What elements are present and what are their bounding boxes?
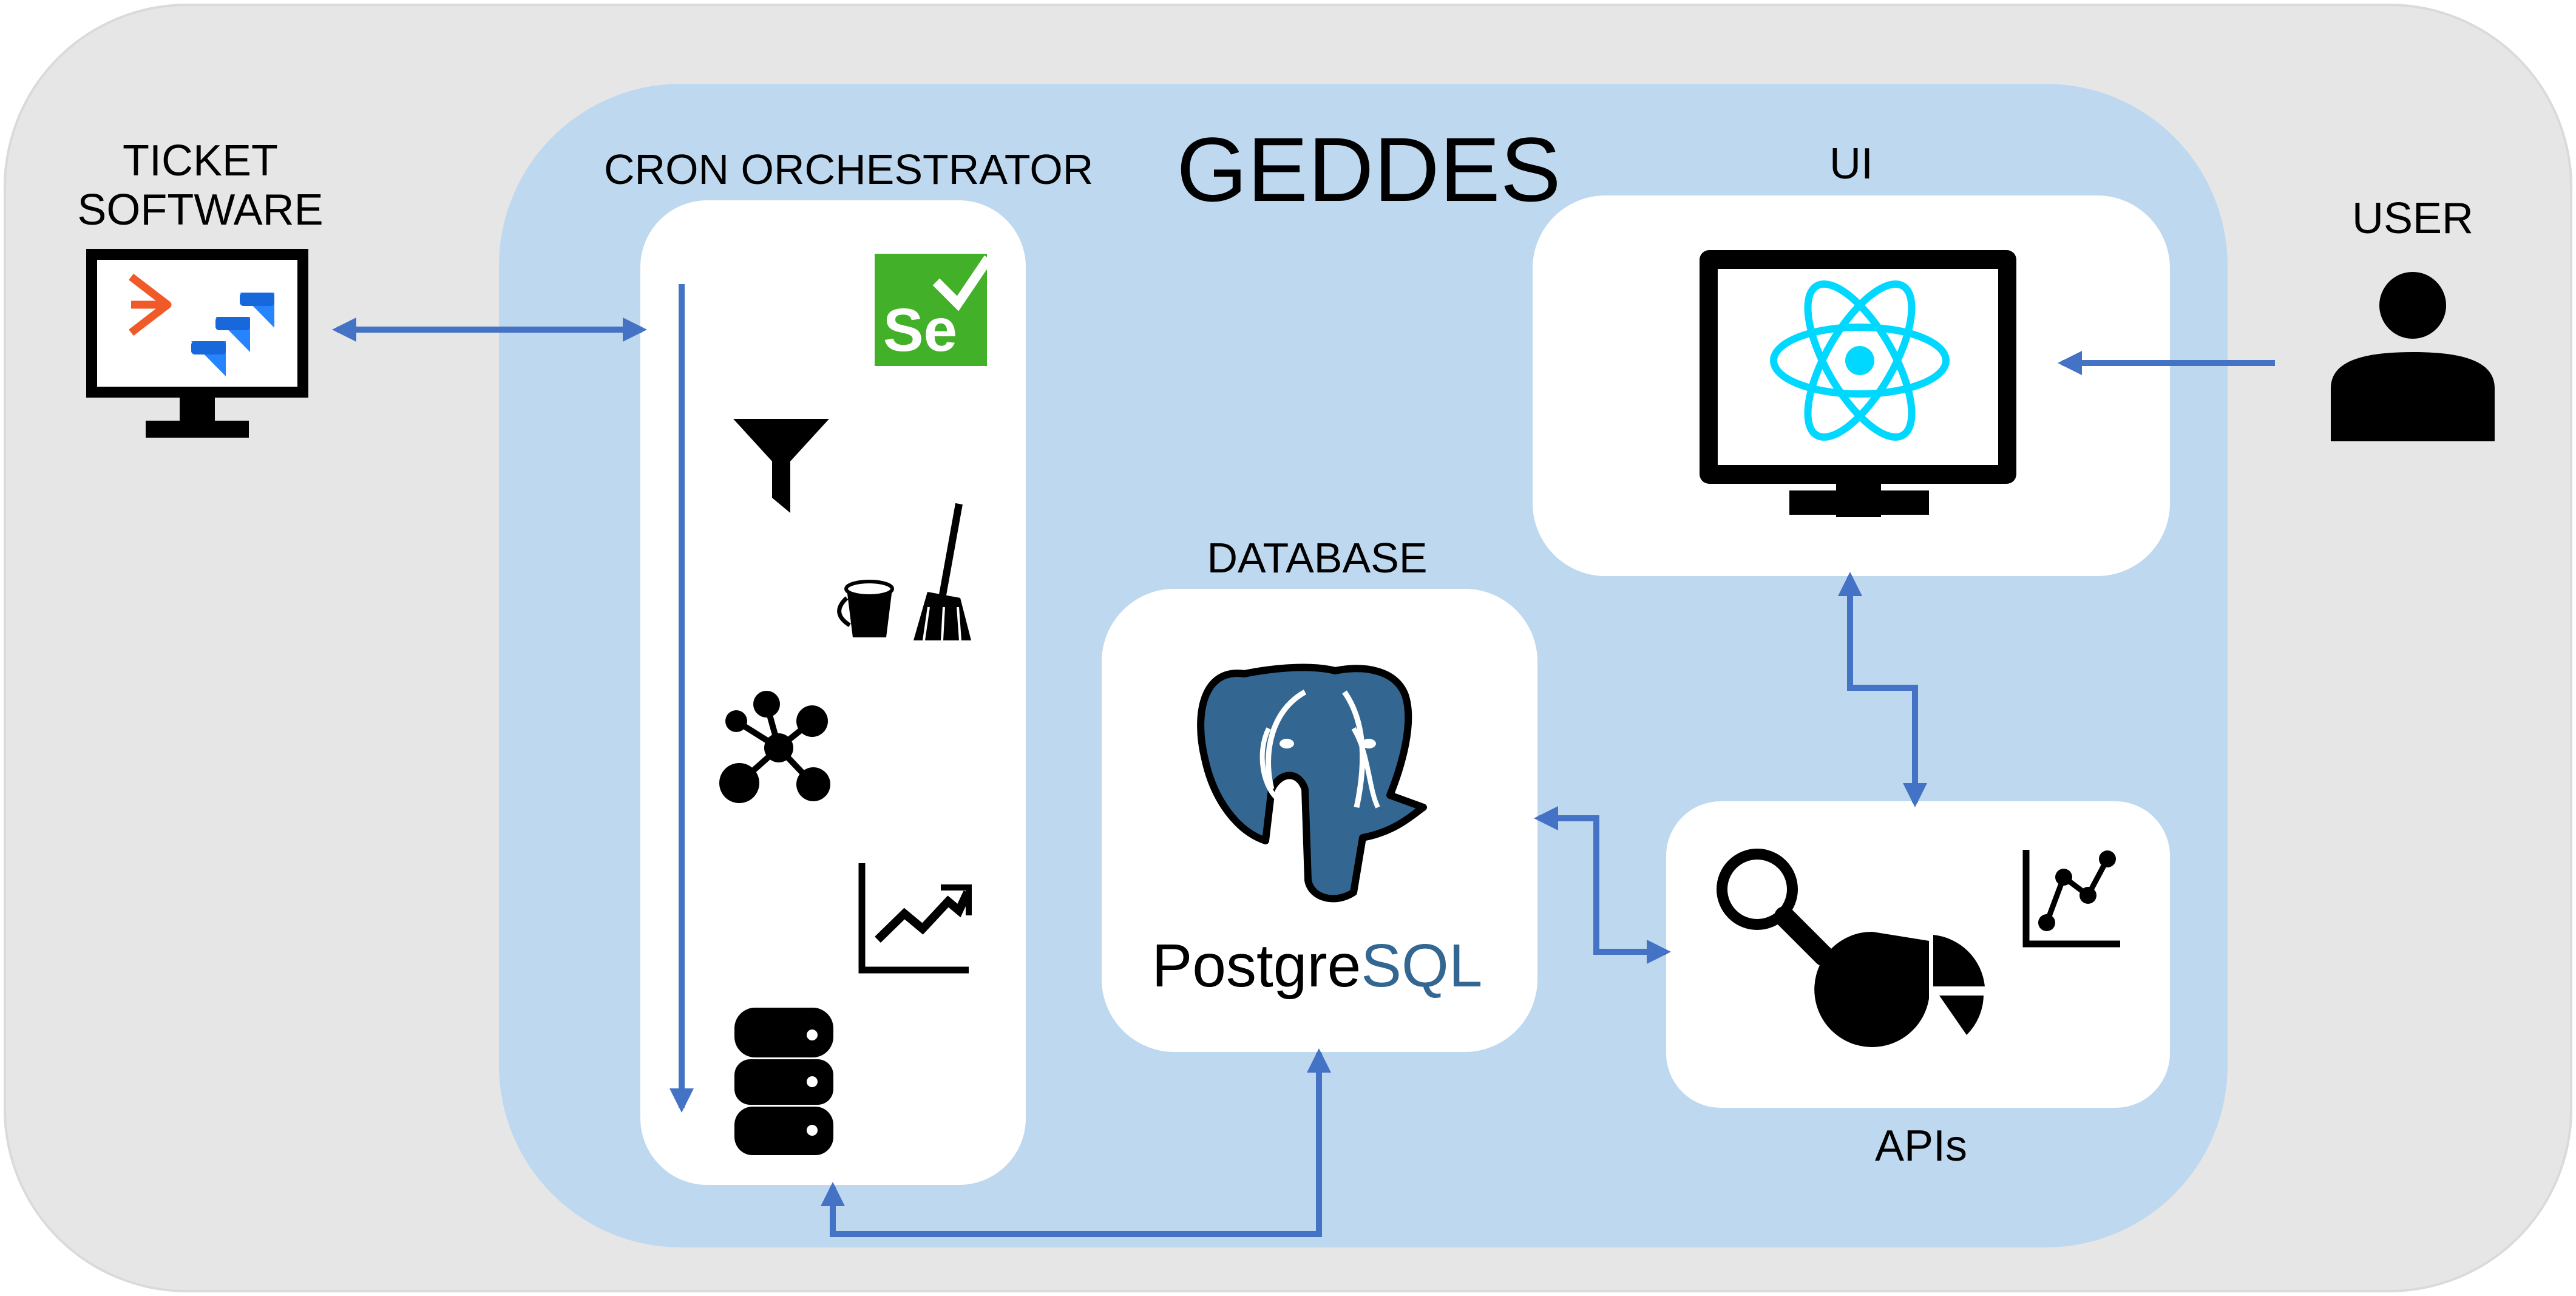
- network-icon: [719, 691, 830, 803]
- trend-chart-icon: [858, 863, 972, 974]
- postgresql-logo-text: PostgreSQL: [1152, 932, 1483, 1000]
- selenium-badge-text: Se: [883, 296, 958, 364]
- filter-icon: [733, 419, 829, 513]
- user-icon: [2331, 272, 2495, 441]
- cleaning-icon: [837, 503, 971, 641]
- pie-chart-icon: [1814, 931, 1985, 1047]
- apis-label: APIs: [1874, 1122, 1968, 1170]
- selenium-icon: [875, 254, 993, 366]
- magnifier-icon: [1717, 849, 1834, 966]
- react-icon: [1770, 280, 1950, 441]
- cron-orchestrator-card: [640, 200, 1026, 1185]
- jira-icon: [191, 293, 274, 376]
- cron-orchestrator-label: CRON ORCHESTRATOR: [604, 146, 1094, 193]
- user-label: USER: [2351, 194, 2474, 243]
- line-chart-icon: [2022, 850, 2120, 948]
- arrow-cron-db: [821, 1048, 1331, 1237]
- ui-monitor-icon: [1700, 250, 2016, 517]
- geddes-title: GEDDES: [1176, 118, 1561, 220]
- ticket-software-label-line1: TICKET: [122, 137, 278, 185]
- ticket-software-label-line2: SOFTWARE: [77, 185, 324, 234]
- connector-arrows: [332, 284, 2275, 1237]
- database-icon: [734, 1008, 833, 1155]
- postgresql-elephant-icon: [1197, 663, 1427, 903]
- ticket-software-label: TICKET SOFTWARE: [73, 137, 328, 234]
- ui-label: UI: [1829, 140, 1873, 188]
- arrow-ui-apis: [1838, 572, 1927, 807]
- bitbucket-icon: [129, 273, 172, 336]
- arrow-db-apis: [1534, 806, 1671, 964]
- database-label: DATABASE: [1207, 534, 1428, 582]
